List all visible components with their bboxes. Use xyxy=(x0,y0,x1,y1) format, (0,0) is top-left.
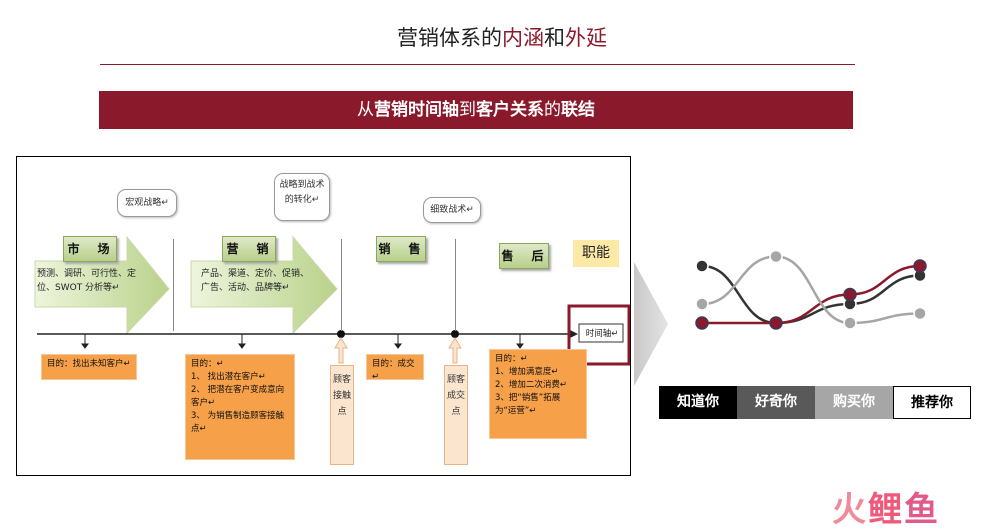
brand-logo: 火鲤鱼 xyxy=(832,490,940,530)
timeline-diagram: 市 场 营 销 销 售 售 后 宏观战略↵ 战略到战术的转化↵ 细致战术↵ 预测… xyxy=(16,156,631,476)
curve-line-1 xyxy=(702,264,921,325)
curve-line-0 xyxy=(701,264,921,325)
goal-box-marketing: 目的：↵ 1、 找出潜在客户↵ 2、 把潜在客户变成意向客户↵ 3、 为销售制造… xyxy=(185,354,295,460)
contact-point-label: 顾客接触点 xyxy=(330,365,354,465)
time-axis-label: 时间轴↵ xyxy=(585,329,619,339)
curve-point-2-3 xyxy=(913,306,927,321)
phase-aftersales: 售 后 xyxy=(499,243,549,269)
page-title: 营销体系的内涵和外延 xyxy=(397,26,607,50)
phase-market: 市 场 xyxy=(63,236,117,262)
section-banner: 从营销时间轴到客户关系的联结 xyxy=(99,91,853,129)
market-arrow-text: 预测、调研、可行性、定位、SWOT 分析等↵ xyxy=(37,269,137,293)
curve-line-2 xyxy=(701,255,921,325)
goal-box-sales: 目的：成交↵ xyxy=(366,354,424,382)
phase-marketing: 营 销 xyxy=(222,236,276,262)
goal-box-aftersales: 目的：↵ 1、增加满意度↵ 2、增加二次消费↵ 3、把“销售”拓展为“运营”↵ xyxy=(489,349,587,439)
stage-buy: 购买你 xyxy=(815,386,893,419)
function-label: 职能 xyxy=(573,240,619,267)
relationship-curves xyxy=(695,249,927,330)
stage-know: 知道你 xyxy=(659,386,737,419)
axis-highlight-box xyxy=(567,304,630,366)
axis-node-2 xyxy=(451,330,459,338)
title-divider xyxy=(100,64,855,65)
divider-2 xyxy=(341,239,342,331)
deal-point-label: 顾客成交点 xyxy=(444,365,468,465)
phase-sales: 销 售 xyxy=(376,236,426,262)
curve-point-1-3 xyxy=(913,259,927,273)
axis-node-1 xyxy=(337,330,345,338)
curve-point-1-2 xyxy=(843,287,857,302)
transition-arrow xyxy=(634,262,668,386)
curve-point-2-2 xyxy=(843,316,857,330)
stage-curious: 好奇你 xyxy=(737,386,815,419)
divider-1 xyxy=(173,239,174,331)
curve-point-1-0 xyxy=(695,316,709,330)
bubble-transform: 战略到战术的转化↵ xyxy=(274,173,330,221)
curve-point-2-1 xyxy=(769,249,783,264)
bubble-macro: 宏观战略↵ xyxy=(117,189,177,217)
stage-recommend: 推荐你 xyxy=(893,386,971,419)
bubble-detail: 细致战术↵ xyxy=(423,197,481,223)
goal-box-market: 目的：找出未知客户↵ xyxy=(41,354,137,380)
marketing-arrow-text: 产品、渠道、定价、促销、广告、活动、品牌等↵ xyxy=(201,269,310,293)
divider-3 xyxy=(455,239,456,331)
curve-point-2-0 xyxy=(695,297,709,311)
curve-point-0-0 xyxy=(695,259,709,273)
curve-point-1-1 xyxy=(769,316,783,330)
